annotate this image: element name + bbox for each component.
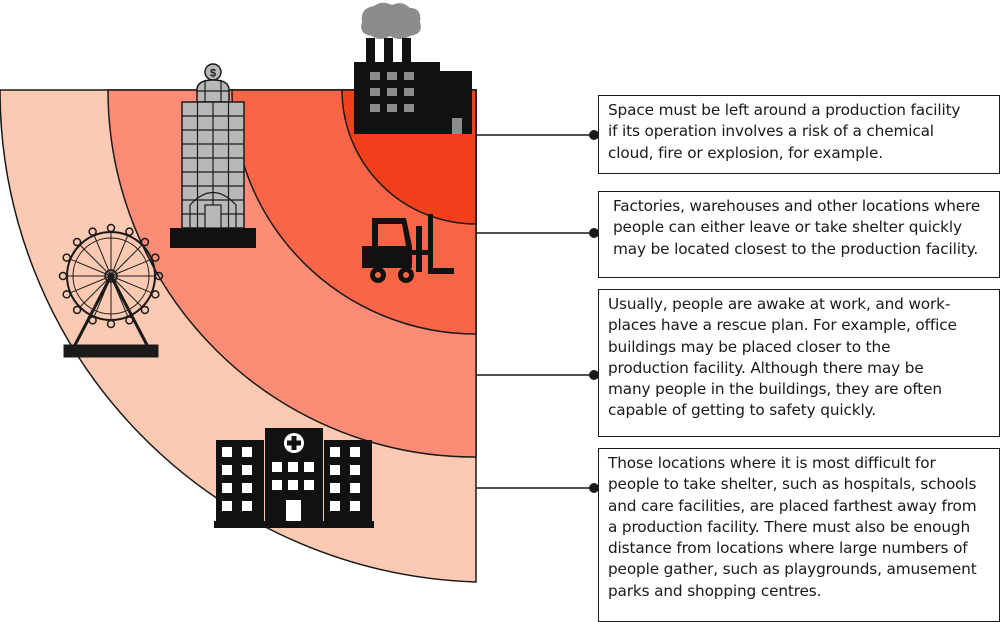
description-line: Factories, warehouses and other location… (613, 197, 981, 215)
description-line: may be located closest to the production… (613, 239, 979, 258)
description-line: places have a rescue plan. For example, … (608, 316, 957, 335)
svg-text:$: $ (210, 68, 216, 80)
ferris-wheel-icon (58, 223, 164, 358)
description-line: people gather, such as playgrounds, amus… (608, 560, 977, 579)
description-line: if its operation involves a risk of a ch… (608, 122, 934, 141)
forklift-icon (362, 214, 454, 283)
description-line: Space must be left around a production f… (608, 101, 961, 119)
description-line: Usually, people are awake at work, and w… (608, 295, 951, 313)
factory-icon (354, 2, 472, 134)
description-line: people can either leave or take shelter … (613, 218, 962, 237)
description-line: a production facility. There must also b… (608, 517, 971, 536)
description-box-vulnerable-locations: Those locations where it is most difficu… (598, 448, 1000, 622)
office-building-icon: $ (170, 63, 256, 248)
description-line: people to take shelter, such as hospital… (608, 475, 977, 494)
description-line: capable of getting to safety quickly. (608, 401, 876, 420)
smoke-cloud (361, 2, 421, 40)
description-line: many people in the buildings, they are o… (608, 380, 942, 399)
description-line: and care facilities, are placed farthest… (608, 496, 977, 515)
description-box-production-facility: Space must be left around a production f… (598, 95, 1000, 174)
description-line: cloud, fire or explosion, for example. (608, 143, 883, 162)
description-box-workplaces: Usually, people are awake at work, and w… (598, 289, 1000, 437)
description-line: production facility. Although there may … (608, 358, 924, 377)
connector-lines (476, 130, 599, 493)
description-line: parks and shopping centres. (608, 581, 822, 600)
description-line: distance from locations where large numb… (608, 539, 968, 558)
description-line: buildings may be placed closer to the (608, 337, 891, 356)
description-box-factories-warehouses: Factories, warehouses and other location… (598, 191, 1000, 278)
hospital-icon (214, 428, 374, 528)
description-line: Those locations where it is most difficu… (608, 454, 936, 472)
